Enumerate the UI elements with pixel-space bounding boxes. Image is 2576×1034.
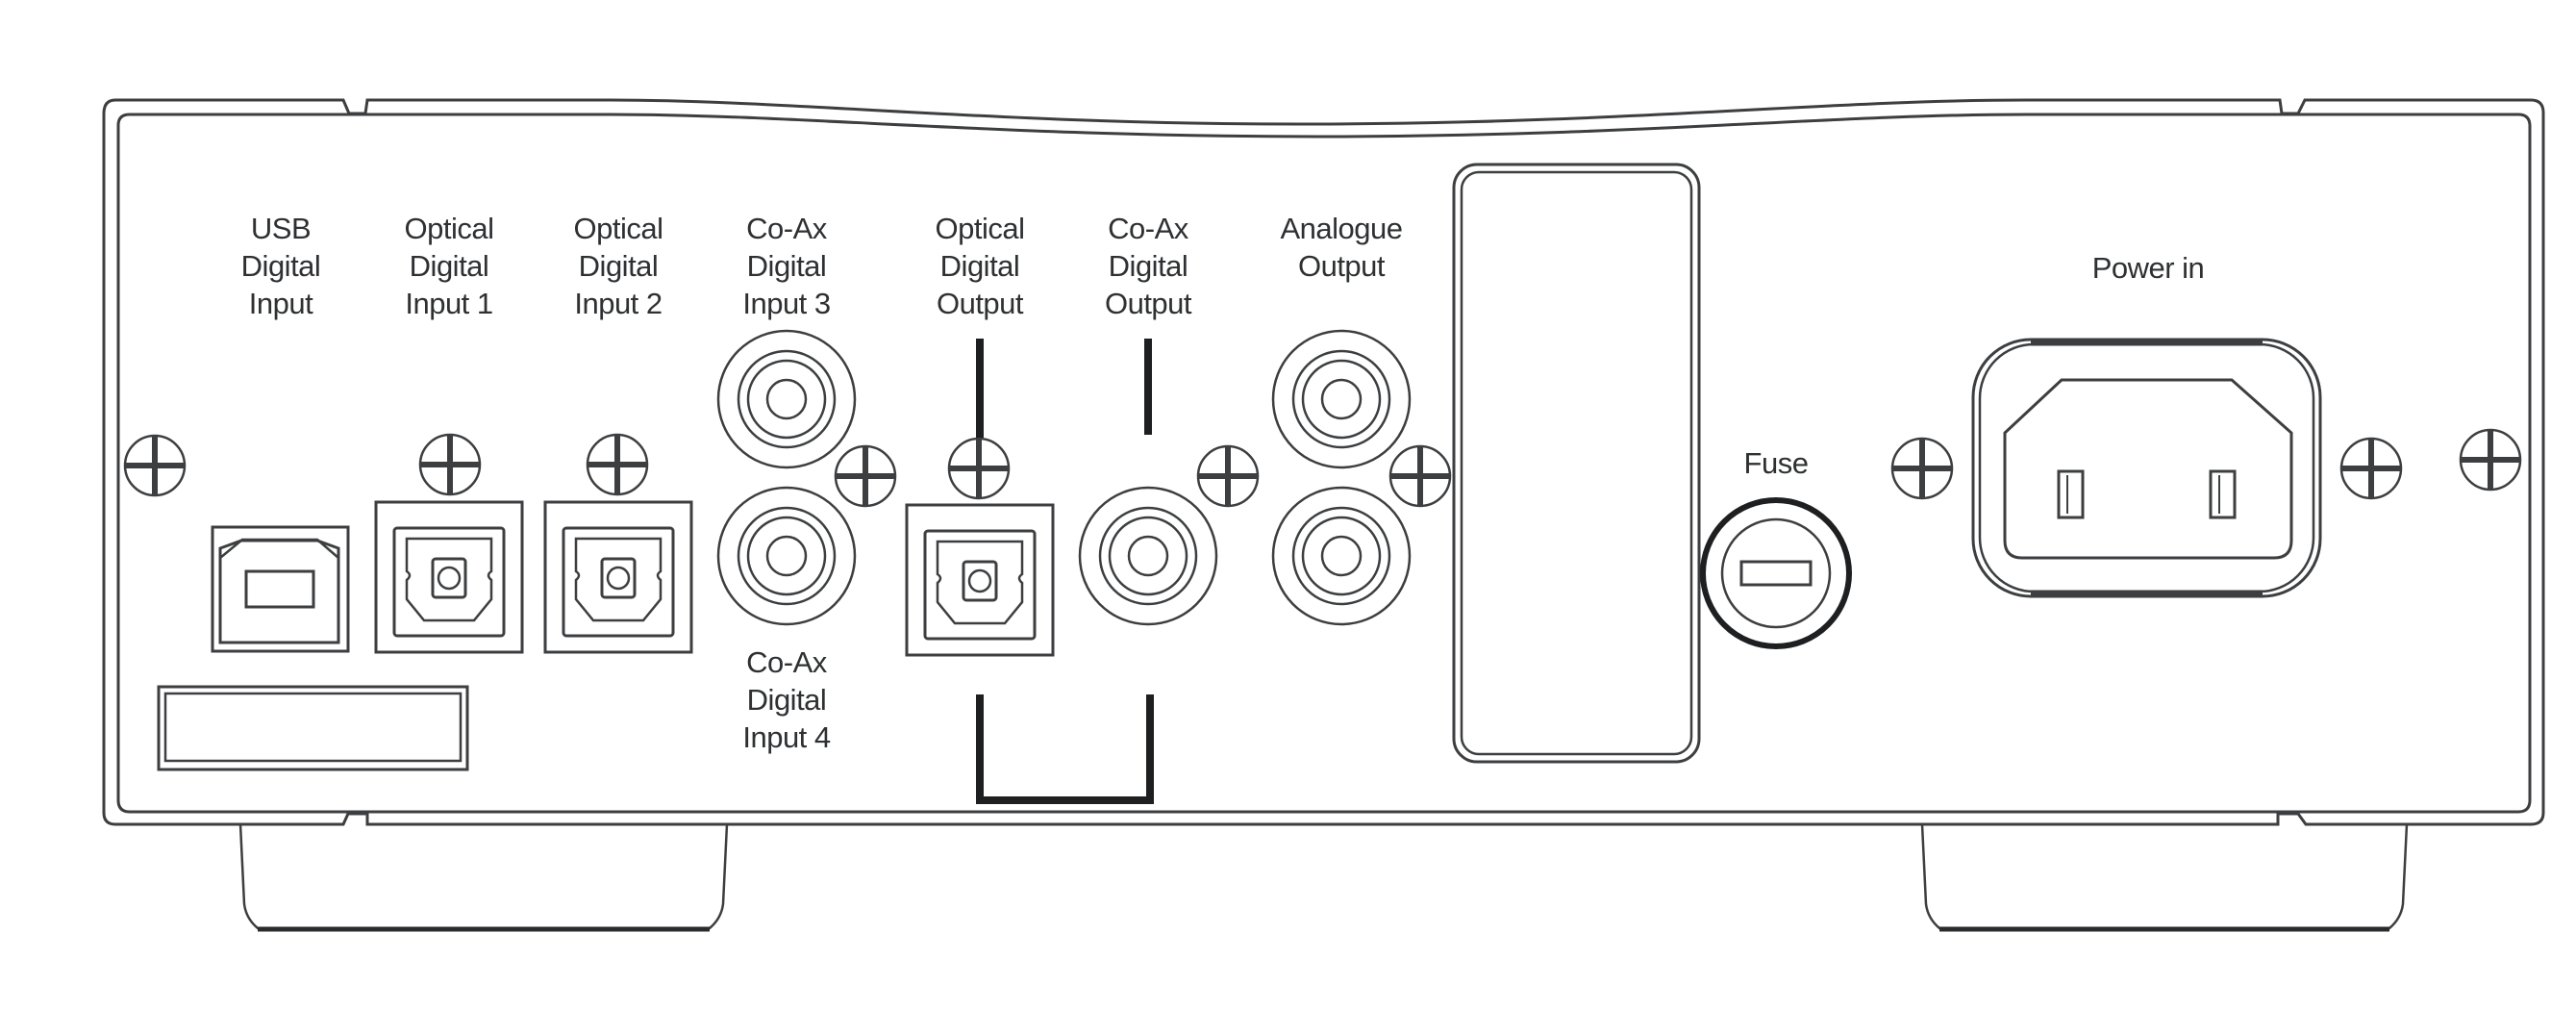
screw-icon — [1892, 439, 1952, 498]
label-line: Co-Ax — [1108, 212, 1189, 245]
screw-icon — [2341, 439, 2401, 498]
label-line: Digital — [410, 249, 489, 283]
rca-jack-icon — [716, 486, 857, 626]
toslink-port-icon — [905, 503, 1055, 657]
output-link-bracket — [976, 339, 1154, 804]
chassis-outline — [102, 98, 2545, 826]
label-line: Optical — [936, 212, 1025, 245]
label-line: Digital — [579, 249, 659, 283]
label-line: Co-Ax — [746, 212, 828, 245]
label-power-in: Power in — [2092, 251, 2205, 285]
screw-icon — [2461, 430, 2520, 490]
label-fuse: Fuse — [1744, 446, 1809, 480]
label-line: USB — [251, 212, 311, 245]
label-line: Digital — [940, 249, 1020, 283]
screw-icon — [125, 436, 185, 495]
label-line: Digital — [241, 249, 321, 283]
label-line: Input 3 — [742, 287, 830, 320]
label-optical-input-2: Optical Digital Input 2 — [574, 212, 663, 320]
label-line: Co-Ax — [746, 645, 828, 679]
rca-jack-icon — [716, 329, 857, 469]
label-line: Optical — [405, 212, 494, 245]
label-analogue-output: Analogue Output — [1280, 212, 1403, 283]
label-line: Output — [937, 287, 1024, 320]
label-line: Digital — [747, 683, 827, 717]
label-optical-input-1: Optical Digital Input 1 — [405, 212, 494, 320]
screw-icon — [836, 446, 895, 506]
rca-jack-icon — [1271, 486, 1412, 626]
rca-jack-icon — [1271, 329, 1412, 469]
label-plate — [157, 685, 469, 771]
label-line: Input 4 — [742, 720, 831, 754]
screw-icon — [1390, 446, 1450, 506]
screw-icon — [420, 435, 480, 494]
left-foot — [238, 823, 729, 932]
label-line: Analogue — [1280, 212, 1402, 245]
label-line: Digital — [1109, 249, 1188, 283]
label-line: Output — [1298, 249, 1386, 283]
label-line: Digital — [747, 249, 827, 283]
label-line: Output — [1105, 287, 1192, 320]
label-coax-output: Co-Ax Digital Output — [1105, 212, 1192, 320]
label-line: Optical — [574, 212, 663, 245]
iec-power-inlet-icon — [1971, 338, 2322, 598]
label-optical-output: Optical Digital Output — [936, 212, 1025, 320]
usb-b-port-icon — [211, 525, 350, 653]
screw-icon — [949, 439, 1009, 498]
label-coax-input-3: Co-Ax Digital Input 3 — [742, 212, 831, 320]
label-line: Input — [249, 287, 313, 320]
screw-icon — [1198, 446, 1258, 506]
label-line: Input 2 — [574, 287, 662, 320]
blank-cover-panel — [1452, 163, 1701, 764]
right-foot — [1920, 823, 2409, 932]
label-usb-input: USB Digital Input — [241, 212, 321, 320]
label-line: Input 1 — [405, 287, 492, 320]
toslink-port-icon — [374, 500, 524, 654]
screw-icon — [588, 435, 647, 494]
fuse-holder-icon — [1700, 497, 1852, 649]
label-coax-input-4: Co-Ax Digital Input 4 — [742, 645, 831, 754]
toslink-port-icon — [543, 500, 693, 654]
rca-jack-icon — [1078, 486, 1218, 626]
